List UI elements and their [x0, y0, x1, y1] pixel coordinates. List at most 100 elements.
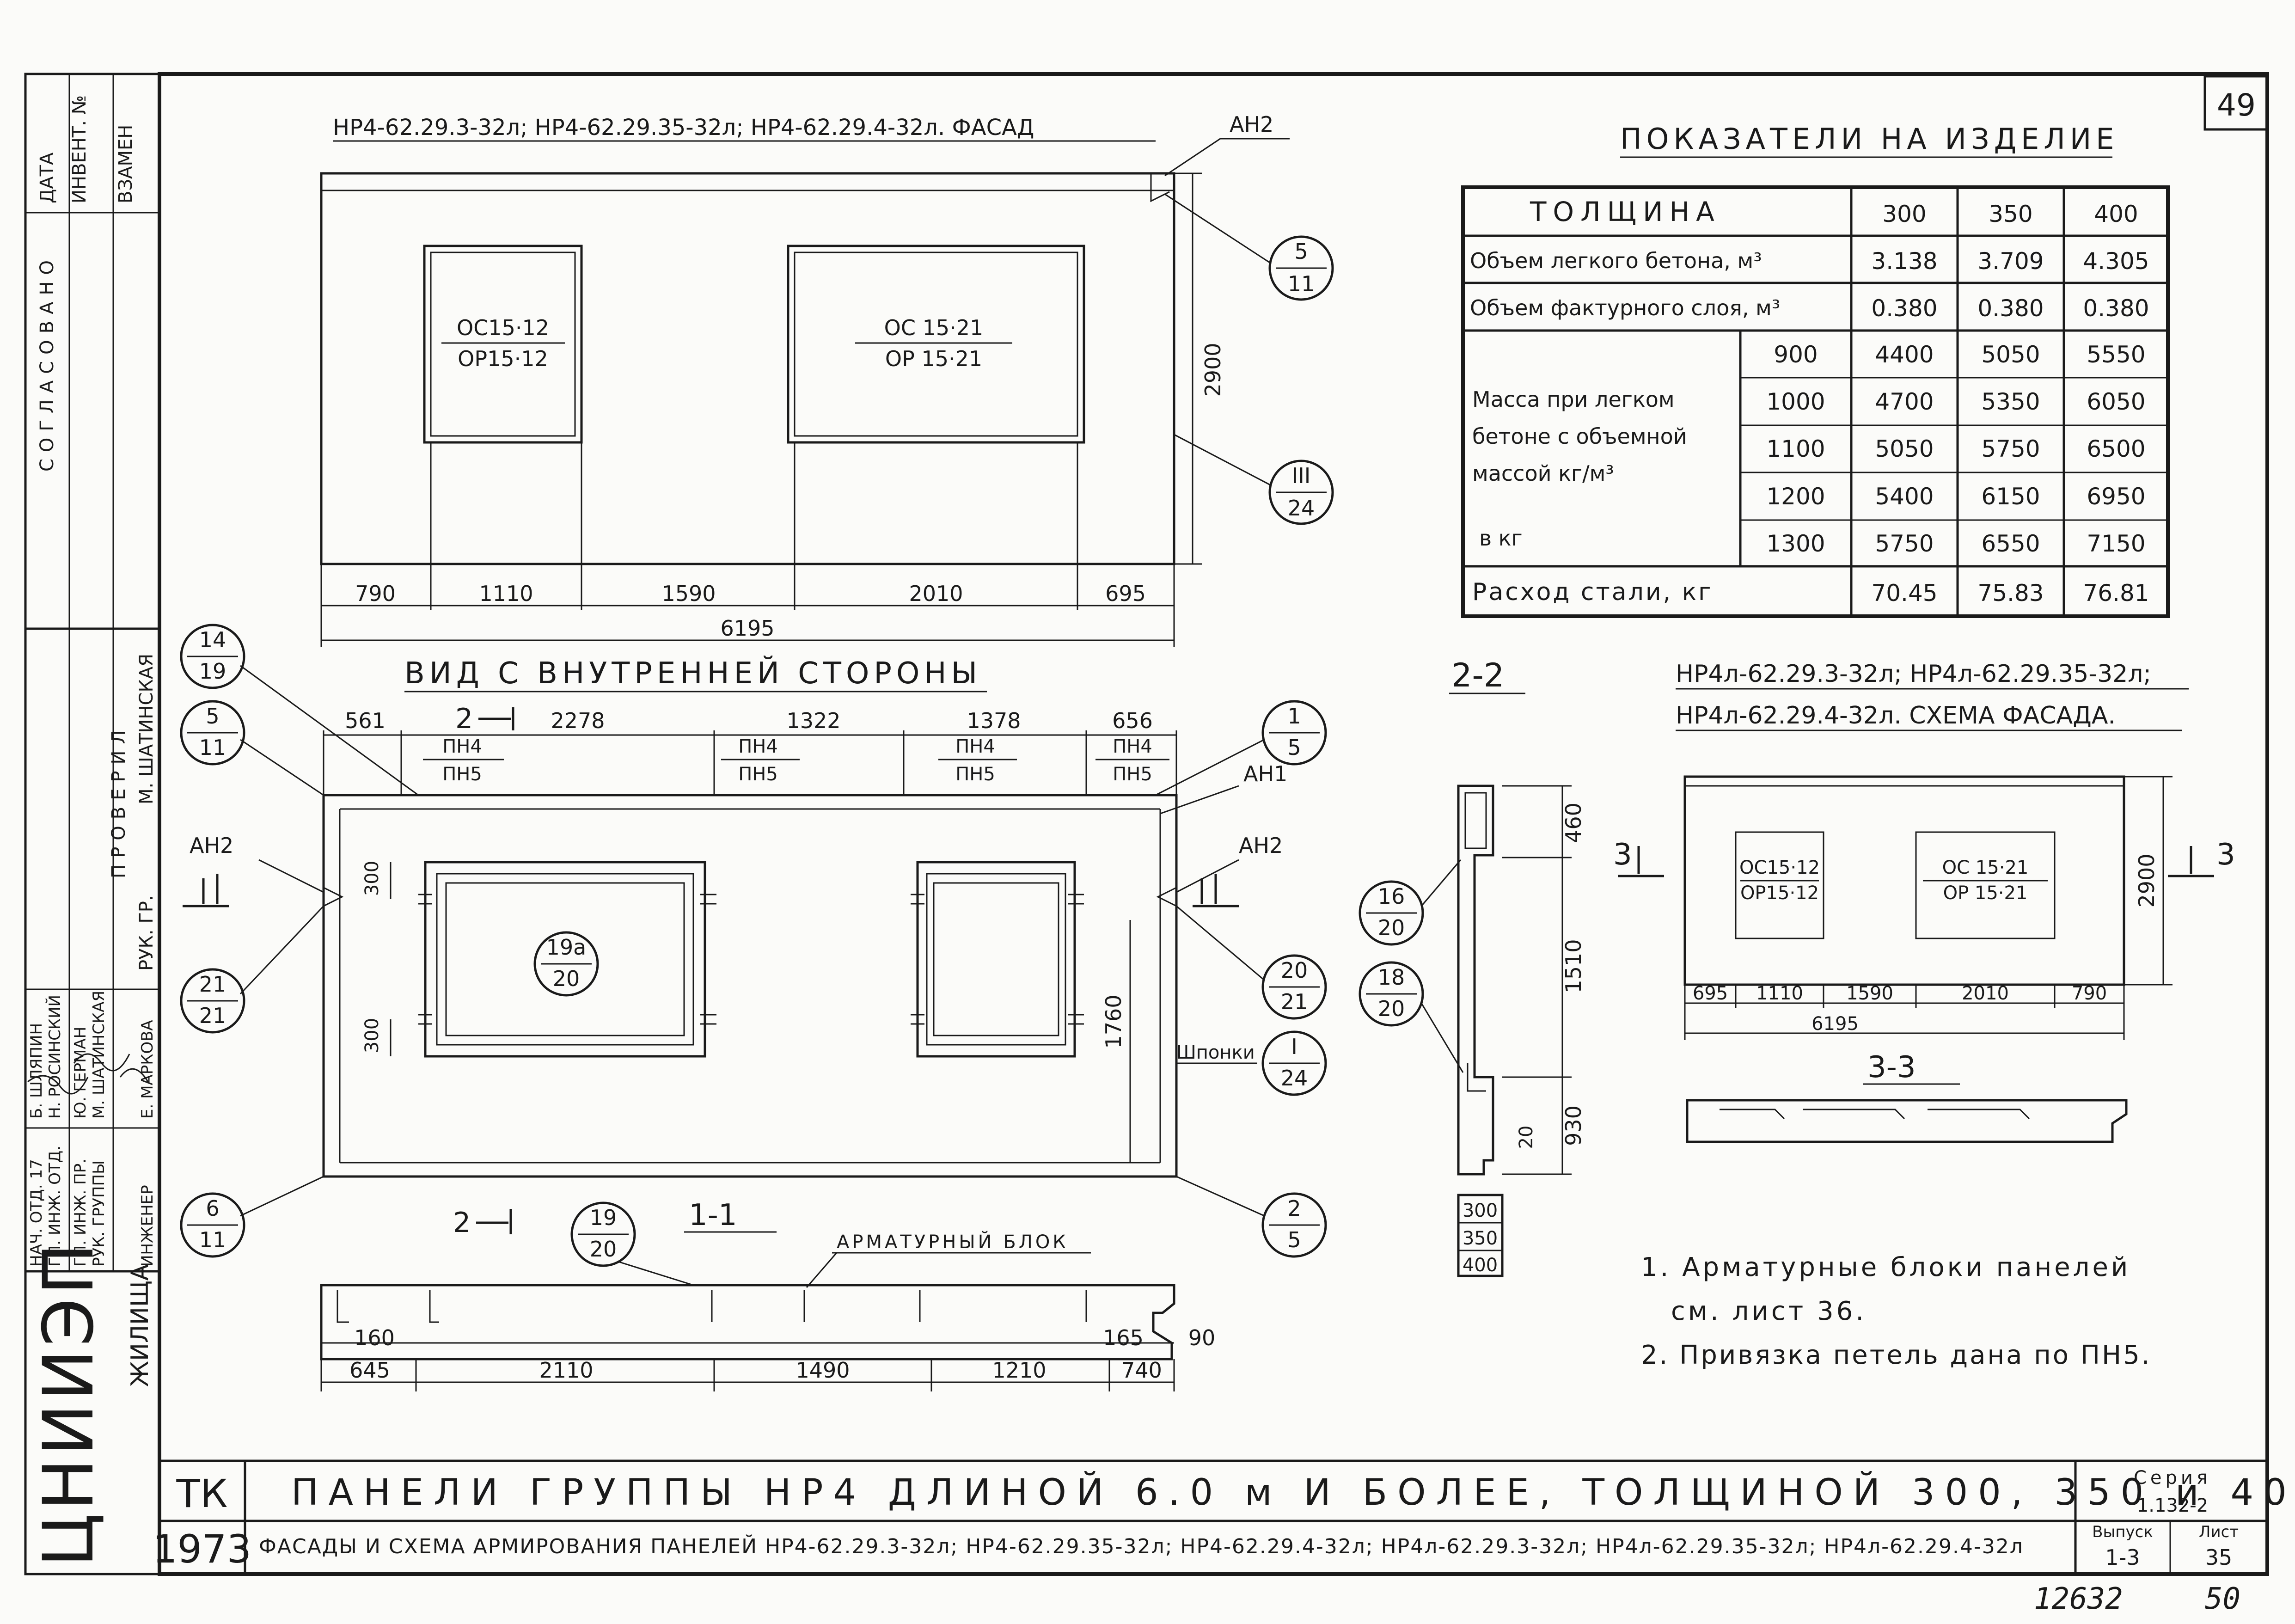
- facade-dim-1: 790: [355, 581, 396, 606]
- inner-node-r3-top: 2: [1287, 1196, 1301, 1221]
- inner-dim-1760: 1760: [1101, 994, 1126, 1048]
- tbl-density-1-300: 4400: [1875, 341, 1934, 368]
- inner-view-drawing: 561 2278 1322 1378 656 2 2 ПН4 ПН5 ПН4 П…: [180, 624, 1327, 1258]
- scheme-dim-2: 1110: [1756, 983, 1803, 1004]
- inner-window-1: [424, 861, 706, 1058]
- facade-window-1: [423, 245, 583, 444]
- sec22-thk-400: 400: [1463, 1255, 1498, 1276]
- sec22-dim-930: 930: [1561, 1105, 1586, 1146]
- inner-ah2-right: АН2: [1239, 833, 1283, 858]
- tbl-mass-label-4: в кг: [1479, 526, 1523, 551]
- tbl-row-volume-400: 4.305: [2083, 248, 2149, 275]
- facade-dim-5: 695: [1105, 581, 1146, 606]
- inner-section-mark-top: 2: [455, 703, 473, 735]
- tbl-density-5-350: 6550: [1981, 530, 2040, 557]
- stamp-name-5: Е. МАРКОВА: [138, 1020, 157, 1119]
- facade-node-2-bottom: 24: [1288, 496, 1315, 521]
- sec11-dim-2: 2110: [539, 1358, 593, 1383]
- tbl-density-4-400: 6950: [2087, 483, 2145, 510]
- tb-sheet-value: 35: [2205, 1545, 2233, 1570]
- section-2-2: 2-2 460 1510 930 20 300 350 400 16 20 18…: [1359, 656, 1586, 1277]
- stamp-inv-label: ИНВЕНТ. №: [69, 95, 90, 203]
- scheme-dim-1: 695: [1693, 983, 1728, 1004]
- sec11-title: 1-1: [689, 1198, 737, 1232]
- sec22-title: 2-2: [1451, 656, 1504, 694]
- tbl-header-300: 300: [1882, 201, 1926, 227]
- tbl-row-volume-300: 3.138: [1871, 248, 1937, 275]
- stamp-role-3: ГЛ. ИНЖ. ПР.: [71, 1158, 90, 1267]
- tbl-density-4-300: 5400: [1875, 483, 1934, 510]
- svg-text:ПН4: ПН4: [738, 736, 778, 757]
- sec22-node-1-top: 16: [1378, 884, 1405, 909]
- facade-dim-3: 1590: [661, 581, 716, 606]
- tbl-density-4-350: 6150: [1981, 483, 2040, 510]
- inner-dim-1: 561: [345, 708, 386, 733]
- tbl-density-1-400: 5550: [2087, 341, 2145, 368]
- svg-text:ПН5: ПН5: [442, 764, 482, 785]
- inner-node-l2-top: 5: [206, 704, 219, 729]
- tbl-row-texture-label: Объем фактурного слоя, м³: [1470, 295, 1780, 320]
- stamp-approved-label: СОГЛАСОВАНО: [37, 254, 58, 472]
- tb-series-value: 1.132-2: [2137, 1495, 2208, 1516]
- tbl-row-texture-400: 0.380: [2083, 295, 2149, 322]
- tb-sheet-label: Лист: [2199, 1523, 2239, 1541]
- tbl-row-steel-400: 76.81: [2083, 580, 2149, 607]
- tbl-density-3-300: 5050: [1875, 435, 1934, 462]
- sec22-thk-350: 350: [1463, 1228, 1498, 1249]
- sec11-dim-90: 90: [1188, 1325, 1216, 1350]
- archive-number: 12632: [2034, 1582, 2123, 1616]
- stamp-role-4: РУК. ГРУППЫ: [90, 1160, 108, 1267]
- svg-text:ПН4: ПН4: [1113, 736, 1152, 757]
- sheet-number: 49: [2217, 87, 2256, 123]
- facade-window-2-bottom: ОР 15·21: [885, 346, 982, 371]
- inner-keys-label: Шпонки: [1176, 1042, 1255, 1063]
- svg-text:ПН4: ПН4: [442, 736, 482, 757]
- inner-node-keys-top: I: [1291, 1034, 1297, 1059]
- tbl-density-2: 1000: [1766, 388, 1825, 415]
- org-logo-mark: ЦНИИЭП: [29, 1240, 109, 1567]
- sec22-node-1-bottom: 20: [1378, 915, 1405, 940]
- inner-node-l4-top: 6: [206, 1196, 219, 1221]
- stamp-role-5: ИНЖЕНЕР: [138, 1185, 157, 1267]
- sec22-dim-20: 20: [1516, 1126, 1537, 1149]
- stamp-group-head-label: РУК. ГР.: [136, 895, 157, 971]
- scheme-window-1-top: ОС15·12: [1739, 857, 1820, 878]
- note-2: 2. Привязка петель дана по ПН5.: [1641, 1340, 2152, 1370]
- inner-node-l1-top: 14: [199, 627, 226, 652]
- sec11-block-label: АРМАТУРНЫЙ БЛОК: [837, 1231, 1069, 1253]
- inner-node-center-bottom: 20: [553, 966, 580, 991]
- tbl-density-5: 1300: [1766, 530, 1825, 557]
- inner-node-l2-bottom: 11: [199, 735, 226, 760]
- note-1-line-1: 1. Арматурные блоки панелей: [1641, 1252, 2130, 1282]
- stamp-role-2: ГЛ. ИНЖ. ОТД.: [46, 1146, 64, 1267]
- inner-node-l3-bottom: 21: [199, 1003, 226, 1028]
- inner-dim-2: 2278: [551, 708, 605, 733]
- sec33-profile: [1686, 1099, 2128, 1143]
- tbl-density-1-350: 5050: [1981, 341, 2040, 368]
- tb-year: 1973: [153, 1526, 251, 1572]
- svg-text:ПН5: ПН5: [1113, 764, 1152, 785]
- stamp-name-1: Б. ШЛЯПИН: [27, 1023, 46, 1119]
- sec11-dim-4: 1210: [992, 1358, 1046, 1383]
- tbl-mass-label-3: массой кг/м³: [1472, 461, 1614, 486]
- title-block: ТК 1973 ПАНЕЛИ ГРУППЫ НР4 ДЛИНОЙ 6.0 м И…: [153, 1461, 2295, 1574]
- tb-series-label: Серия: [2134, 1467, 2211, 1489]
- stamp-replace-label: ВЗАМЕН: [115, 125, 136, 203]
- scheme-title-line-1: НР4л-62.29.3-32л; НР4л-62.29.35-32л;: [1676, 660, 2151, 688]
- stamp-name-2: Н. РОСИНСКИЙ: [45, 995, 64, 1119]
- sec11-profile: [320, 1284, 1175, 1360]
- stamp-checker-name: М. ШАТИНСКАЯ: [136, 654, 157, 804]
- tbl-mass-label-1: Масса при легком: [1472, 387, 1675, 412]
- inner-dim-300-bottom: 300: [361, 1018, 383, 1053]
- tbl-density-5-300: 5750: [1875, 530, 1934, 557]
- facade-title: НР4-62.29.3-32л; НР4-62.29.35-32л; НР4-6…: [333, 115, 1034, 141]
- scheme-window-1-bottom: ОР15·12: [1740, 882, 1819, 904]
- stamp-date-label: ДАТА: [37, 152, 58, 203]
- facade-dim-total: 6195: [720, 616, 774, 641]
- scheme-window-2: [1915, 831, 2056, 939]
- facade-node-1-top: 5: [1294, 239, 1308, 264]
- facade-window-2-top: ОС 15·21: [884, 315, 984, 340]
- tb-issue-value: 1-3: [2105, 1545, 2140, 1570]
- inner-node-keys-bottom: 24: [1281, 1066, 1308, 1091]
